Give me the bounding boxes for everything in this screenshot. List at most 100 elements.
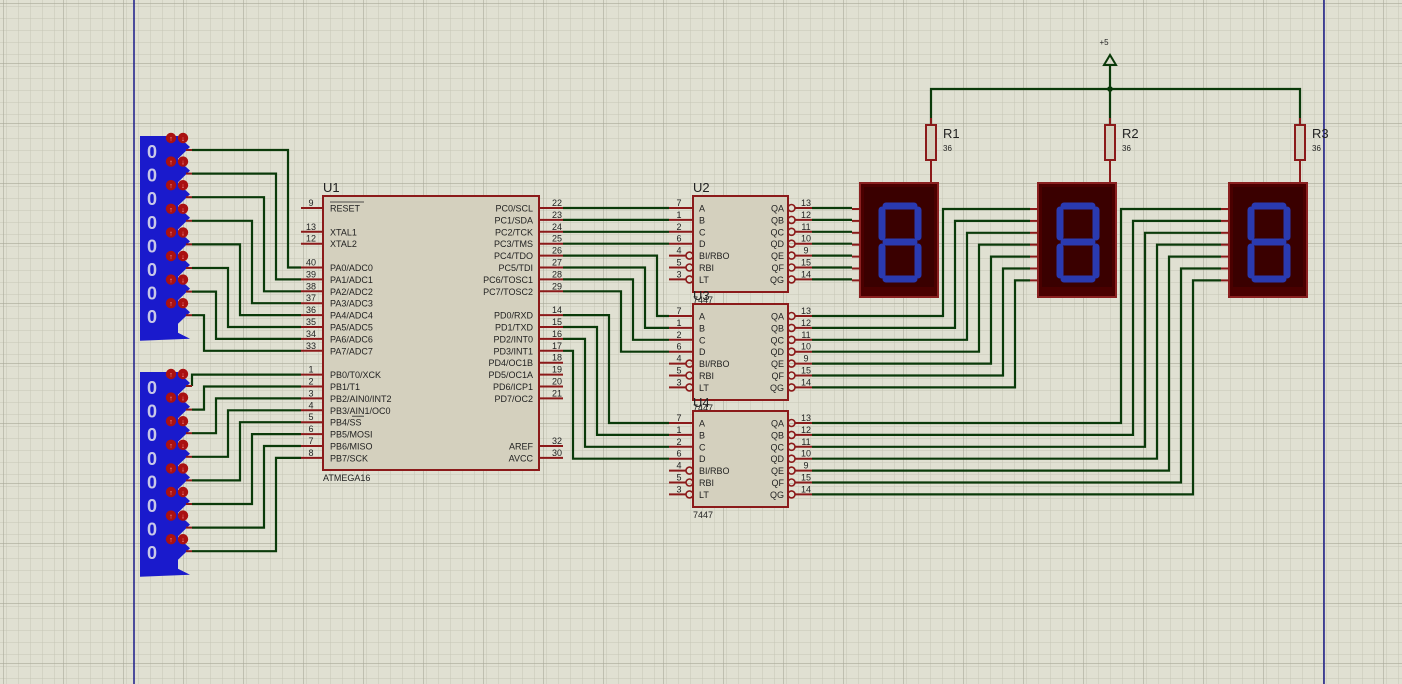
- logic-toggle[interactable]: 0↑↓: [147, 368, 192, 398]
- decoder-pin-b[interactable]: 1B: [669, 425, 705, 441]
- wire-vcc-bus[interactable]: [929, 87, 1302, 124]
- decoder-pin-d[interactable]: 6D: [669, 342, 706, 358]
- wire-pb4[interactable]: [192, 421, 301, 482]
- wire-pd2-u4[interactable]: [563, 337, 669, 448]
- decoder-pin-b[interactable]: 1B: [669, 318, 705, 334]
- logic-toggle[interactable]: 0↑↓: [147, 510, 192, 540]
- power-terminal-icon[interactable]: [1102, 53, 1118, 66]
- toggle-down-button[interactable]: [177, 416, 189, 427]
- wire-pc5-u3[interactable]: [563, 266, 669, 329]
- logic-toggle[interactable]: 0↑↓: [147, 439, 192, 469]
- wire-u4-disp3-2[interactable]: [812, 231, 1221, 448]
- decoder-pin-a[interactable]: 7A: [669, 198, 705, 214]
- logic-toggle[interactable]: 0↑↓: [147, 486, 192, 516]
- wire-pc4-u3[interactable]: [563, 254, 669, 318]
- wire-pb6[interactable]: [192, 444, 301, 529]
- wire-pa6[interactable]: [192, 290, 301, 340]
- decoder-pin-qe[interactable]: 9QE: [771, 354, 812, 370]
- toggle-down-button[interactable]: [177, 180, 189, 191]
- toggle-down-button[interactable]: [177, 534, 189, 545]
- wire-pa0[interactable]: [192, 148, 301, 269]
- wire-u4-disp3-1[interactable]: [812, 219, 1221, 436]
- wire-u3-disp2-5[interactable]: [812, 267, 1030, 377]
- decoder-pin-b[interactable]: 1B: [669, 210, 705, 226]
- toggle-up-button[interactable]: [165, 486, 177, 498]
- display-1[interactable]: [852, 182, 939, 298]
- wire-u3-disp2-0[interactable]: [812, 207, 1030, 318]
- display-2[interactable]: [1030, 182, 1117, 298]
- wire-pd0-u4[interactable]: [563, 314, 669, 425]
- toggle-down-button[interactable]: [177, 203, 189, 214]
- wire-pc7-u3[interactable]: [563, 290, 669, 353]
- toggle-up-button[interactable]: [165, 203, 177, 214]
- logic-toggle[interactable]: 0↑↓: [147, 132, 192, 162]
- toggle-up-button[interactable]: [165, 227, 177, 238]
- resistor-body[interactable]: [1294, 124, 1306, 161]
- toggle-up-button[interactable]: [165, 132, 177, 144]
- toggle-down-button[interactable]: [177, 156, 189, 167]
- wire-pa3[interactable]: [192, 219, 301, 305]
- logic-toggle[interactable]: 0↑↓: [147, 203, 192, 233]
- toggle-up-button[interactable]: [165, 156, 177, 167]
- decoder-u4[interactable]: U474477A1B2C6D4BI/RBO5RBI3LT13QA12QB11QC…: [669, 395, 812, 520]
- logic-toggle[interactable]: 0↑↓: [147, 180, 192, 209]
- decoder-pin-d[interactable]: 6D: [669, 449, 706, 465]
- decoder-pin-d[interactable]: 6D: [669, 234, 706, 250]
- wire-pa4[interactable]: [192, 243, 301, 317]
- wire-pa7[interactable]: [192, 314, 301, 352]
- decoder-body[interactable]: [692, 303, 789, 401]
- wire-u4-disp3-4[interactable]: [812, 255, 1221, 472]
- wire-pb7[interactable]: [192, 456, 301, 553]
- decoder-pin-c[interactable]: 2C: [669, 437, 706, 453]
- wire-pa5[interactable]: [192, 266, 301, 329]
- toggle-down-button[interactable]: [177, 274, 189, 285]
- decoder-u3[interactable]: U374477A1B2C6D4BI/RBO5RBI3LT13QA12QB11QC…: [669, 288, 812, 413]
- toggle-down-button[interactable]: [177, 132, 189, 144]
- wire-u3-disp2-2[interactable]: [812, 231, 1030, 341]
- wire-pb2[interactable]: [192, 397, 301, 435]
- wire-u4-disp3-0[interactable]: [812, 207, 1221, 425]
- toggle-down-button[interactable]: [177, 486, 189, 498]
- wire-u4-disp3-3[interactable]: [812, 243, 1221, 460]
- decoder-pin-c[interactable]: 2C: [669, 330, 706, 346]
- wire-pd1-u4[interactable]: [563, 325, 669, 436]
- toggle-up-button[interactable]: [165, 510, 177, 521]
- decoder-pin-bi-rbo[interactable]: 4BI/RBO: [669, 354, 730, 370]
- wire-u3-disp2-6[interactable]: [812, 279, 1030, 389]
